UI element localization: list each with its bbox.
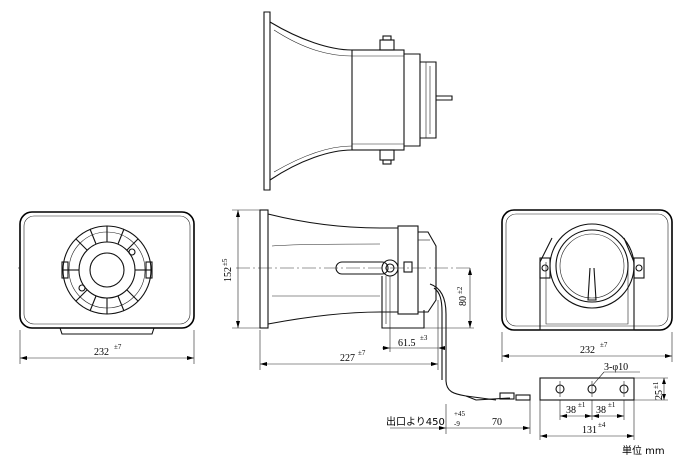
rear-width-dim: 232 (580, 345, 595, 356)
base-depth-dim: 25 (654, 390, 665, 400)
front-height-tol: ±5 (221, 258, 229, 266)
cable-tol-lower: -9 (454, 420, 460, 428)
hole-pitch-2-tol: ±1 (608, 401, 616, 409)
base-depth-tol: ±1 (652, 381, 660, 389)
hole-pitch-2: 38 (596, 405, 606, 416)
cable-length-label: 出口より450 (386, 415, 445, 428)
unit-label: 単位 mm (622, 444, 665, 457)
side-length-tol: ±7 (358, 349, 366, 357)
cable-end-dim: 70 (492, 417, 502, 428)
bracket-height-tol: ±2 (456, 286, 464, 294)
hole-pitch-1-tol: ±1 (578, 401, 586, 409)
front-height-dim: 152 (223, 267, 234, 282)
base-width-dim: 131 (582, 425, 597, 436)
mounting-base-detail: 3-φ10 38 ±1 38 ±1 131 ±4 25 ±1 (539, 362, 668, 440)
base-width-tol: ±4 (598, 421, 606, 429)
hole-pitch-1: 38 (566, 405, 576, 416)
side-view: 152 ±5 227 ±7 61.5 ±3 80 ±2 出口より450 +45 … (221, 209, 531, 434)
front-width-tol: ±7 (114, 343, 122, 351)
front-view: 232 ±7 (18, 211, 195, 364)
bracket-height-dim: 80 (458, 296, 469, 306)
rear-width-tol: ±7 (600, 341, 608, 349)
top-view (263, 11, 453, 191)
cable-tol-upper: +45 (454, 410, 465, 418)
rear-view: 232 ±7 (501, 209, 673, 362)
holes-callout: 3-φ10 (604, 362, 628, 373)
side-length-dim: 227 (340, 353, 355, 364)
front-width-dim: 232 (94, 347, 109, 358)
bracket-offset-dim: 61.5 (398, 338, 416, 349)
bracket-offset-tol: ±3 (420, 334, 428, 342)
